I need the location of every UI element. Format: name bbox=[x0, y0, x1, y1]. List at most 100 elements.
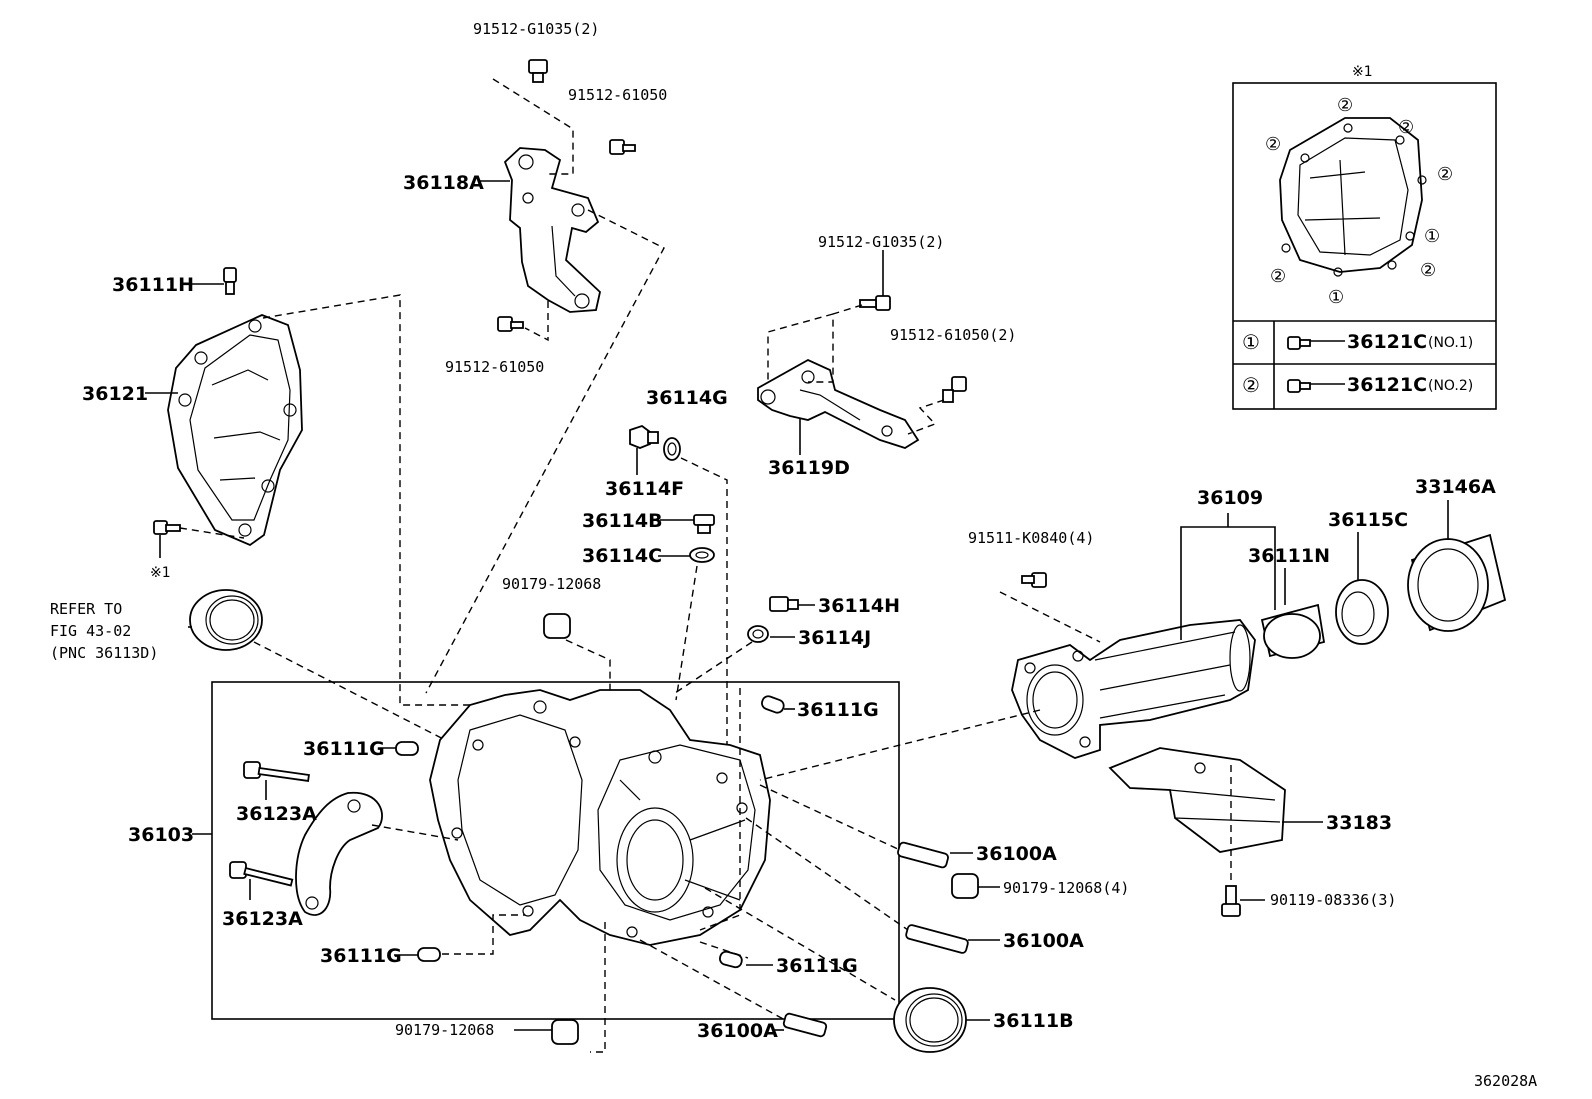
dust-cover-33146a bbox=[1407, 533, 1507, 632]
label-33183: 33183 bbox=[1326, 812, 1392, 834]
pin-36111g-bottom-right bbox=[719, 950, 743, 969]
inset-row-2-marker: ② bbox=[1242, 373, 1260, 397]
oil-seal-36115c bbox=[1335, 579, 1389, 645]
label-36114j: 36114J bbox=[798, 627, 871, 649]
leader-dash bbox=[671, 641, 753, 696]
inset-detail-panel bbox=[1232, 82, 1497, 410]
refer-line-3: (PNC 36113D) bbox=[50, 644, 158, 662]
nut-90179-12068-bottom bbox=[551, 1019, 579, 1045]
inset-callout: ② bbox=[1270, 266, 1286, 287]
leader-dash bbox=[524, 301, 549, 342]
leader-dash bbox=[808, 304, 863, 383]
label-36100a-mid: 36100A bbox=[976, 843, 1057, 865]
label-36114c: 36114C bbox=[582, 545, 662, 567]
label-36111g-bottom-right: 36111G bbox=[776, 955, 858, 977]
bolt-91512-61050-mid bbox=[497, 316, 524, 332]
leader-dash bbox=[704, 887, 896, 1001]
label-36100a-bottom: 36100A bbox=[697, 1020, 778, 1042]
inset-bolt-no1 bbox=[1287, 336, 1311, 350]
inset-bolt-no2 bbox=[1287, 379, 1311, 393]
pin-36111g-top-right bbox=[761, 695, 785, 714]
label-36119d: 36119D bbox=[768, 457, 850, 479]
bolt-91511-k0840 bbox=[1021, 572, 1047, 588]
label-36111g-bottom-left: 36111G bbox=[320, 945, 402, 967]
transfer-case-36103 bbox=[429, 689, 771, 946]
label-36114g: 36114G bbox=[646, 387, 728, 409]
leader-dash bbox=[680, 457, 728, 802]
gasket-36114j bbox=[747, 625, 769, 643]
label-36109: 36109 bbox=[1197, 487, 1263, 509]
leader-dash bbox=[907, 399, 945, 435]
label-90179-12068-top: 90179-12068 bbox=[502, 575, 601, 593]
label-36118a: 36118A bbox=[403, 172, 484, 194]
label-leaders bbox=[145, 180, 1449, 1031]
bracket-36118a bbox=[503, 147, 601, 313]
nut-90179-12068-x4 bbox=[951, 873, 979, 899]
inset-callout: ② bbox=[1420, 260, 1436, 281]
bracket-36119d bbox=[757, 358, 920, 449]
stud-36100a-bottom bbox=[782, 1012, 828, 1038]
inset-callout: ② bbox=[1265, 134, 1281, 155]
leader-dash bbox=[759, 709, 1041, 781]
bracket-33183 bbox=[1108, 747, 1286, 853]
label-91512-g1035-right: 91512-G1035(2) bbox=[818, 233, 944, 251]
leader-dash bbox=[699, 688, 741, 931]
leader-dash bbox=[767, 313, 834, 380]
stud-36100a-mid bbox=[897, 841, 949, 869]
inset-row-2-note: (NO.2) bbox=[1428, 378, 1473, 394]
label-91512-61050-mid: 91512-61050 bbox=[445, 358, 544, 376]
bolt-91512-g1035-right bbox=[859, 295, 891, 311]
label-36111b: 36111B bbox=[993, 1010, 1074, 1032]
pin-36111g-bottom-left bbox=[417, 947, 441, 962]
leader-dash bbox=[745, 817, 909, 931]
label-91511-k0840: 91511-K0840(4) bbox=[968, 529, 1094, 547]
inset-row-1-part: 36121C bbox=[1347, 331, 1427, 353]
refer-line-1: REFER TO bbox=[50, 600, 122, 618]
bolt-91512-g1035-top bbox=[528, 59, 548, 83]
retainer-36123a bbox=[295, 792, 383, 916]
label-91512-61050-top: 91512-61050 bbox=[568, 86, 667, 104]
leader-dash bbox=[999, 591, 1101, 643]
stud-36100a-lower bbox=[905, 924, 969, 954]
label-91512-61050-2: 91512-61050(2) bbox=[890, 326, 1016, 344]
oil-seal-36113d bbox=[189, 589, 263, 651]
inset-title: ※1 bbox=[1352, 64, 1373, 80]
label-33146a: 33146A bbox=[1415, 476, 1496, 498]
bolt-90119-08336 bbox=[1221, 885, 1241, 917]
plug-36114h bbox=[769, 596, 799, 612]
leader-dash bbox=[179, 527, 245, 539]
leader-dash bbox=[590, 922, 606, 1053]
label-36111n: 36111N bbox=[1248, 545, 1330, 567]
note-x1-left: ※1 bbox=[150, 565, 171, 581]
plug-36114b bbox=[693, 514, 715, 534]
bolt-91512-61050-right bbox=[942, 376, 967, 403]
label-36111h: 36111H bbox=[112, 274, 194, 296]
bolt-36123a-bottom bbox=[229, 861, 294, 887]
plug-36111h bbox=[223, 267, 237, 295]
label-36123a-top: 36123A bbox=[236, 803, 317, 825]
label-90179-12068-bottom: 90179-12068 bbox=[395, 1021, 494, 1039]
label-90179-12068-x4: 90179-12068(4) bbox=[1003, 879, 1129, 897]
label-36114h: 36114H bbox=[818, 595, 900, 617]
leader-dash bbox=[442, 914, 525, 955]
extension-housing-36109 bbox=[1011, 619, 1256, 759]
inset-callout: ② bbox=[1437, 164, 1453, 185]
label-36121: 36121 bbox=[82, 383, 148, 405]
refer-line-2: FIG 43-02 bbox=[50, 622, 131, 640]
bolt-91512-61050-top bbox=[609, 139, 636, 155]
label-36123a-bottom: 36123A bbox=[222, 908, 303, 930]
label-36114b: 36114B bbox=[582, 510, 663, 532]
plug-36114f bbox=[629, 424, 659, 449]
nut-90179-12068-top bbox=[543, 613, 571, 639]
label-36100a-lower: 36100A bbox=[1003, 930, 1084, 952]
leader-dash bbox=[425, 209, 665, 694]
bolt-x1-cover bbox=[153, 520, 181, 535]
transfer-cover-36121 bbox=[167, 314, 303, 547]
label-36111g-left: 36111G bbox=[303, 738, 385, 760]
label-90119-08336: 90119-08336(3) bbox=[1270, 891, 1396, 909]
bushing-36111n bbox=[1260, 603, 1326, 659]
inset-callout: ① bbox=[1328, 287, 1344, 308]
leader-dash bbox=[675, 565, 698, 701]
inset-callout: ① bbox=[1424, 226, 1440, 247]
